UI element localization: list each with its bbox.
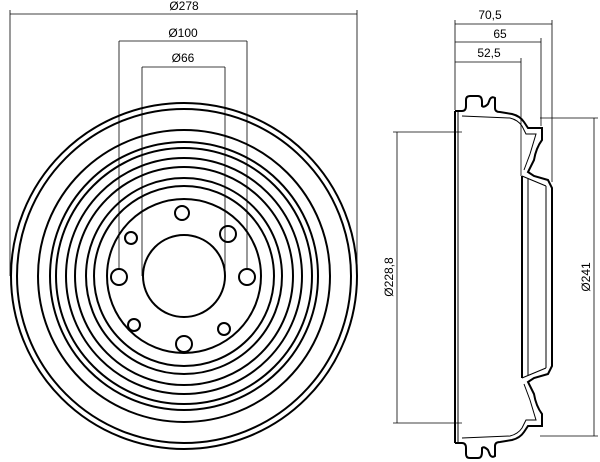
drum-profile-bottom-inner [461,383,537,439]
dim-label-braking-diameter: Ø228,8 [382,257,396,297]
side-view: 70,5 65 52,5 Ø228,8 Ø241 [382,8,598,459]
drum-ring-6 [74,166,294,386]
dim-label-inner-height: 52,5 [477,46,501,60]
drum-outer-rim [10,102,358,450]
dim-label-bolt-circle: Ø100 [168,26,198,40]
drum-ring-3 [49,141,319,411]
drum-profile-top [455,95,553,210]
bolt-hole-top-right [219,225,237,243]
drum-ring-2 [37,129,331,423]
drum-ring-1 [16,108,352,444]
bolt-hole-right [238,268,256,286]
bolt-hole-bottom [175,335,193,353]
locating-hole-lower-left [127,318,141,332]
locating-hole-top [174,205,190,221]
dim-label-mid-height: 65 [493,27,507,41]
center-bore [142,234,226,318]
drum-profile-bottom [455,344,553,459]
dim-label-outer-diameter: Ø278 [169,0,199,13]
drum-ring-7 [85,177,283,375]
front-view: Ø278 Ø100 Ø66 [9,0,358,450]
drum-ring-4 [55,147,313,405]
hub-step-bottom [521,367,547,379]
drum-ring-8 [93,185,275,367]
dim-label-total-height: 70,5 [478,8,502,22]
drum-ring-5 [65,157,303,395]
locating-hole-upper-left [124,231,138,245]
bolt-hole-left [110,268,128,286]
drum-profile-top-inner [461,115,537,171]
dim-label-outer-diameter-side: Ø241 [579,262,593,292]
locating-hole-lower-right [217,322,231,336]
dim-label-center-bore: Ø66 [172,51,195,65]
hub-step-top [521,175,547,187]
